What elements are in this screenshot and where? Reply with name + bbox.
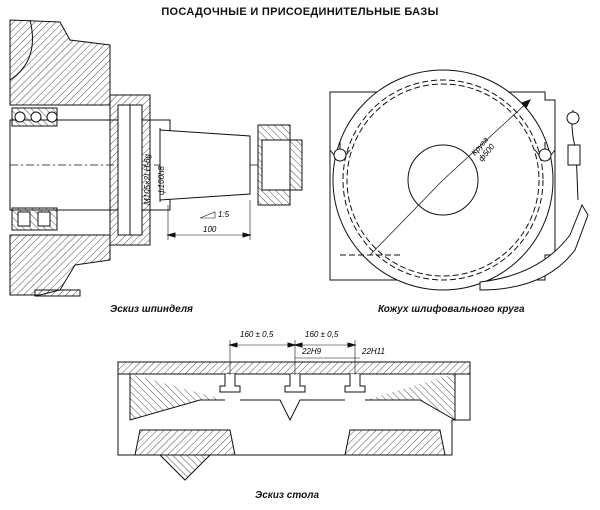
table-pitch-right-label: 160 ± 0,5 xyxy=(305,330,339,339)
spindle-housing-bottom xyxy=(9,234,111,296)
spindle-length-label: 100 xyxy=(203,225,217,234)
spindle-diameter-label: ф100h8 xyxy=(157,166,166,195)
caption-spindle: Эскиз шпинделя xyxy=(110,304,193,315)
spindle-taper xyxy=(159,129,251,201)
caption-table: Эскиз стола xyxy=(255,490,320,501)
table-pitch-left-label: 160 ± 0,5 xyxy=(240,330,274,339)
spindle-housing-top xyxy=(9,19,111,106)
casing-guard-lever xyxy=(479,203,589,291)
caption-casing: Кожух шлифовального круга xyxy=(378,304,525,315)
table-slot-left-label: 22H9 xyxy=(301,347,322,356)
casing-hub xyxy=(407,144,479,216)
spindle-taper-label: 1:5 xyxy=(218,210,230,219)
spindle-sketch xyxy=(9,19,303,297)
table-slot-right-label: 22H11 xyxy=(361,347,385,356)
spindle-thread-label: M105×2LH-6g xyxy=(143,154,152,205)
table-sketch xyxy=(117,340,471,481)
wheel-casing xyxy=(329,69,589,291)
page-title: ПОСАДОЧНЫЕ И ПРИСОЕДИНИТЕЛЬНЫЕ БАЗЫ xyxy=(161,6,439,18)
